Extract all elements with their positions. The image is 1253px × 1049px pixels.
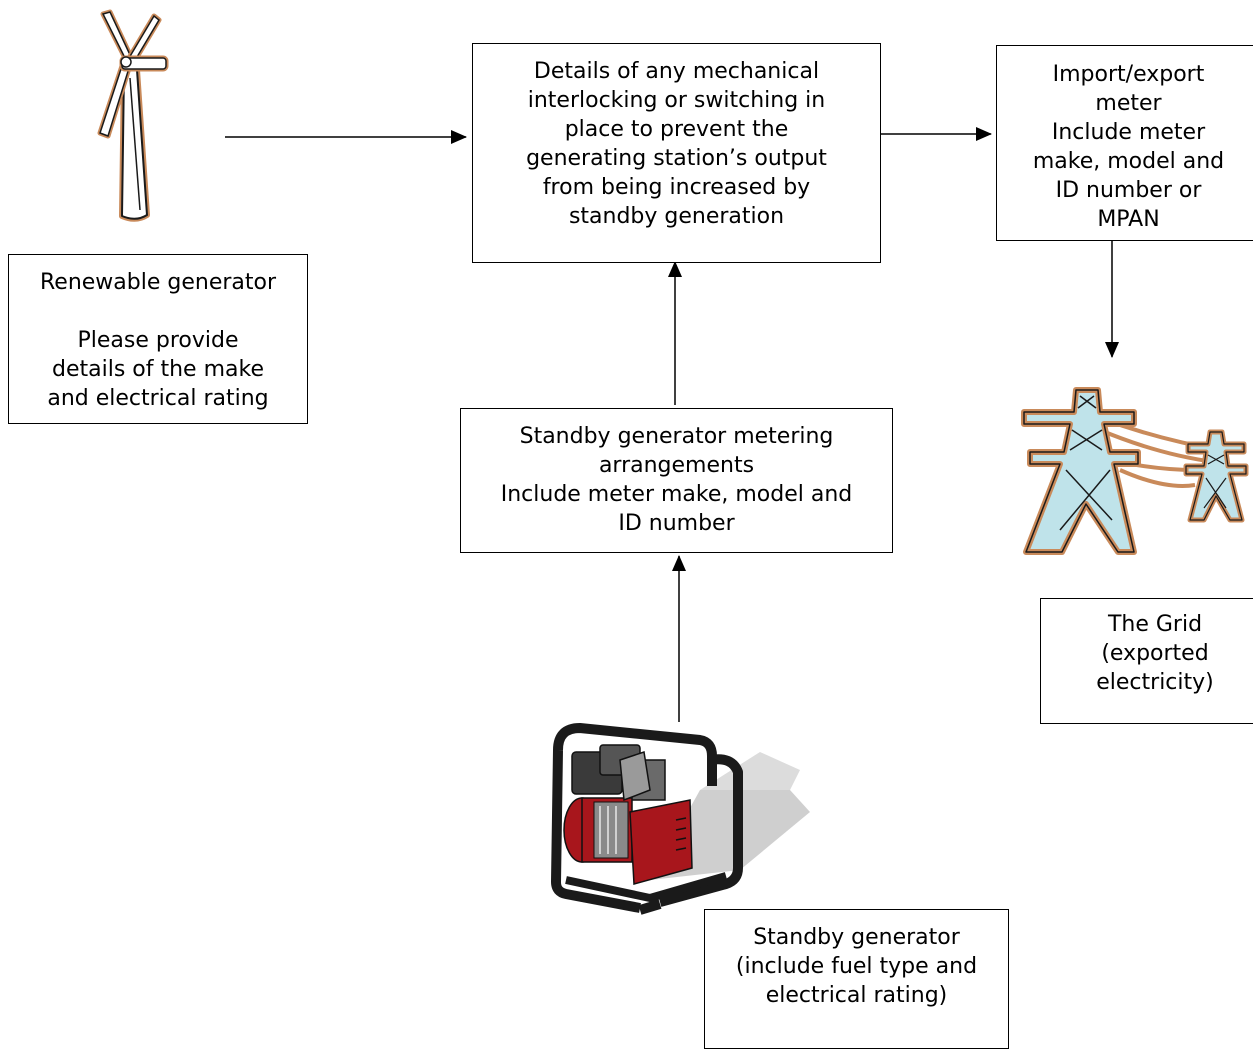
interlock-line-5: from being increased by [542, 175, 811, 200]
standby-gen-line-3: electrical rating) [765, 983, 948, 1008]
standby-metering-line-2: arrangements [598, 453, 755, 478]
standby-metering-line-1: Standby generator metering [519, 424, 834, 449]
renewable-line-3: Please provide [77, 328, 239, 353]
meter-line-1: Import/export [1052, 62, 1205, 87]
portable-generator-icon [551, 723, 810, 915]
wind-turbine-icon [97, 9, 169, 222]
standby-metering-line-3: Include meter make, model and [500, 482, 853, 507]
standby-metering-line-4: ID number [618, 511, 735, 536]
interlock-line-6: standby generation [568, 204, 785, 229]
renewable-line-4: details of the make [52, 357, 264, 382]
interlock-line-2: interlocking or switching in [527, 88, 826, 113]
standby-metering-box: Standby generator metering arrangements … [460, 408, 893, 553]
electricity-pylons-icon [1021, 387, 1249, 555]
flow-diagram [97, 9, 1249, 915]
renewable-generator-box: Renewable generator Please provide detai… [8, 254, 308, 424]
interlock-line-4: generating station’s output [526, 146, 827, 171]
meter-line-5: ID number or [1055, 178, 1202, 203]
standby-gen-line-2: (include fuel type and [735, 954, 978, 979]
renewable-line-5: and electrical rating [47, 386, 269, 411]
interlock-line-3: place to prevent the [564, 117, 789, 142]
grid-line-2: (exported [1101, 641, 1209, 666]
interlocking-details-box: Details of any mechanical interlocking o… [472, 43, 881, 263]
grid-line-3: electricity) [1096, 670, 1214, 695]
interlock-line-1: Details of any mechanical [533, 59, 820, 84]
standby-generator-box: Standby generator (include fuel type and… [704, 909, 1009, 1049]
renewable-line-1: Renewable generator [39, 270, 277, 295]
meter-line-4: make, model and [1032, 149, 1225, 174]
meter-line-3: Include meter [1051, 120, 1206, 145]
standby-gen-line-1: Standby generator [753, 925, 960, 950]
grid-line-1: The Grid [1107, 612, 1203, 637]
meter-line-2: meter [1095, 91, 1162, 116]
import-export-meter-box: Import/export meter Include meter make, … [996, 45, 1253, 241]
grid-box: The Grid (exported electricity) [1040, 598, 1253, 724]
meter-line-6: MPAN [1097, 207, 1160, 232]
